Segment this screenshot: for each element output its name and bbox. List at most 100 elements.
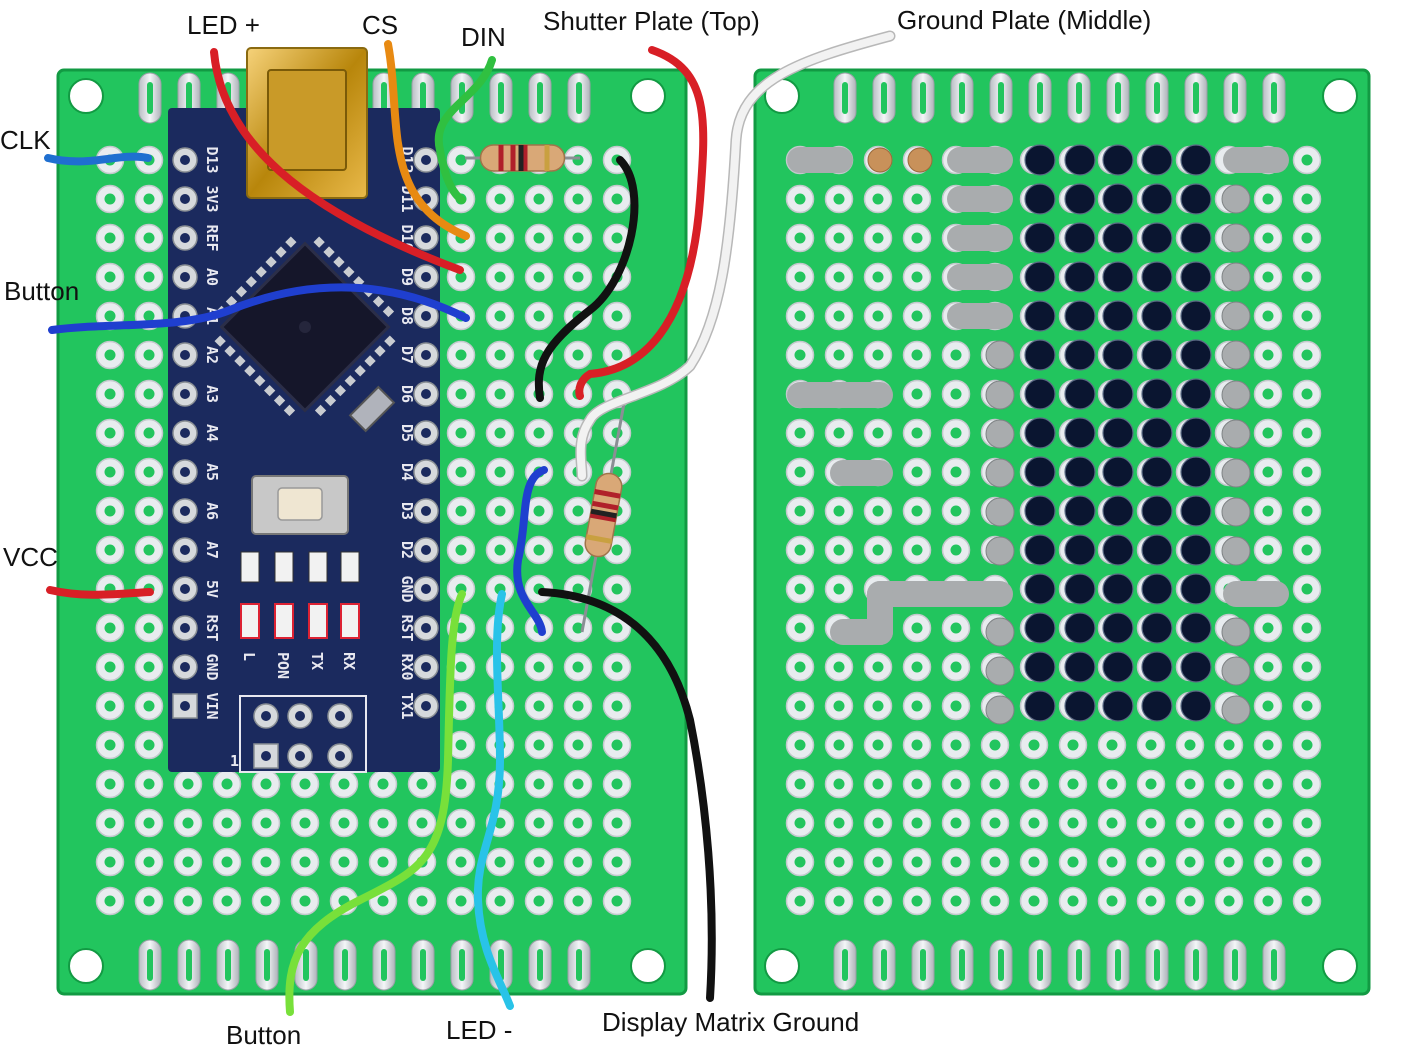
pad-hole — [611, 778, 623, 790]
pad-hole — [911, 193, 923, 205]
pad-hole — [299, 856, 311, 868]
pad-hole — [104, 739, 116, 751]
pad-hole — [1301, 388, 1313, 400]
pad-hole — [911, 466, 923, 478]
nano-right-pin-label: D3 — [398, 502, 416, 520]
pad-hole — [104, 271, 116, 283]
pad-hole — [833, 193, 845, 205]
pad-hole — [794, 739, 806, 751]
edge-slot-hole — [225, 949, 231, 981]
pad-hole — [1301, 505, 1313, 517]
pad-hole — [338, 778, 350, 790]
pad-hole — [377, 817, 389, 829]
pad-hole — [455, 271, 467, 283]
label-cs: CS — [362, 10, 398, 40]
pad-hole — [494, 895, 506, 907]
pad-hole — [494, 310, 506, 322]
matrix-led-dot — [1102, 534, 1134, 566]
matrix-led-dot — [1064, 612, 1096, 644]
pad-hole — [1145, 778, 1157, 790]
nano-right-pin-label: RX0 — [398, 653, 416, 680]
pad-hole — [143, 505, 155, 517]
edge-slot-hole — [537, 949, 543, 981]
wire-cs — [384, 40, 470, 240]
nano-pin-hole — [421, 311, 431, 321]
pad-hole — [1184, 895, 1196, 907]
pad-hole — [182, 856, 194, 868]
pad-hole — [794, 544, 806, 556]
nano-led-label: PON — [274, 652, 292, 679]
matrix-led-dot — [1102, 573, 1134, 605]
mount-hole — [630, 948, 666, 984]
pad-hole — [1301, 193, 1313, 205]
pad-hole — [455, 856, 467, 868]
pad-hole — [833, 349, 845, 361]
pad-hole — [377, 895, 389, 907]
matrix-led-dot — [1064, 183, 1096, 215]
pad-hole — [1301, 817, 1313, 829]
pad-hole — [533, 193, 545, 205]
pad-hole — [572, 154, 584, 166]
icsp-pin-hole — [261, 711, 271, 721]
edge-slot-hole — [420, 82, 426, 114]
pad-hole — [1262, 856, 1274, 868]
pad-hole — [533, 700, 545, 712]
matrix-led-dot — [1141, 183, 1173, 215]
pad-hole — [833, 856, 845, 868]
pad-hole — [989, 778, 1001, 790]
chip-leg — [285, 236, 297, 248]
chip-leg — [245, 276, 257, 288]
nano-pin-hole — [421, 272, 431, 282]
wire-button-left — [48, 283, 470, 334]
pad-hole — [572, 817, 584, 829]
resistor-band — [589, 512, 617, 523]
pad-hole — [611, 817, 623, 829]
matrix-led-dot — [1180, 144, 1212, 176]
pad-hole — [572, 661, 584, 673]
pad-hole — [104, 700, 116, 712]
pad-hole — [794, 193, 806, 205]
pad-hole — [794, 583, 806, 595]
pad-hole — [872, 895, 884, 907]
matrix-led-dot — [1180, 690, 1212, 722]
solder-joint — [1221, 184, 1251, 214]
matrix-led-dot — [1064, 261, 1096, 293]
labels: LED + CS DIN Shutter Plate (Top) Ground … — [0, 5, 1151, 1050]
nano-left-pin-label: VIN — [203, 692, 221, 719]
pad-hole — [1301, 544, 1313, 556]
pad-hole — [872, 739, 884, 751]
edge-slot-hole — [147, 82, 153, 114]
matrix-led-dot — [1180, 456, 1212, 488]
wire-ground-plate — [576, 32, 894, 480]
pad-hole — [872, 427, 884, 439]
label-ground-plate: Ground Plate (Middle) — [897, 5, 1151, 35]
matrix-led-dot — [1024, 300, 1056, 332]
pad-hole — [572, 193, 584, 205]
pad-hole — [989, 856, 1001, 868]
edge-slot-hole — [1154, 949, 1160, 981]
pad-hole — [911, 232, 923, 244]
pad-hole — [911, 349, 923, 361]
nano-pin-hole — [421, 233, 431, 243]
pad-hole — [1262, 661, 1274, 673]
solder-joint — [985, 458, 1015, 488]
nano-pin-hole — [421, 701, 431, 711]
pad-hole — [455, 778, 467, 790]
nano-pin-hole — [180, 545, 190, 555]
pad-hole — [377, 778, 389, 790]
label-vcc: VCC — [3, 542, 58, 572]
pad-hole — [104, 466, 116, 478]
matrix-led-dot — [1102, 144, 1134, 176]
pad-hole — [1223, 817, 1235, 829]
pad-hole — [260, 856, 272, 868]
pad-hole — [833, 232, 845, 244]
matrix-led-dot — [1064, 222, 1096, 254]
matrix-led-dot — [1102, 261, 1134, 293]
pad-hole — [572, 583, 584, 595]
solder-joint — [1221, 656, 1251, 686]
reset-button[interactable] — [251, 475, 349, 535]
pad-hole — [611, 856, 623, 868]
pad-hole — [494, 349, 506, 361]
pad-hole — [911, 427, 923, 439]
edge-slot-hole — [842, 82, 848, 114]
